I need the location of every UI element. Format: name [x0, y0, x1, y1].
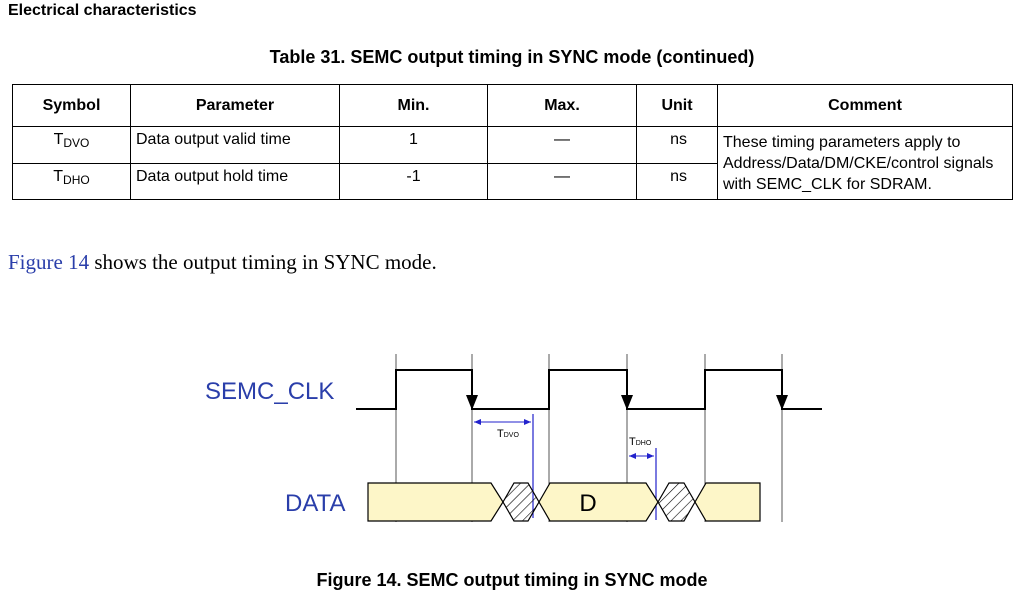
arrow-down-icon: [466, 395, 478, 410]
cell-symbol: TDHO: [12, 162, 131, 200]
header-symbol: Symbol: [12, 84, 131, 127]
data-valid-segment: [538, 482, 659, 522]
table-title: Table 31. SEMC output timing in SYNC mod…: [269, 47, 755, 67]
data-label: DATA: [285, 490, 345, 517]
cell-min: -1: [339, 162, 488, 200]
data-transition-segment: [657, 482, 696, 522]
figure-link[interactable]: Figure 14: [8, 250, 90, 274]
header-min: Min.: [339, 84, 488, 127]
clk-label: SEMC_CLK: [205, 378, 334, 405]
tdho-label: TDHO: [629, 436, 652, 448]
table-header-row: Symbol Parameter Min. Max. Unit Comment: [12, 84, 1013, 127]
cell-parameter: Data output valid time: [130, 126, 340, 164]
reference-paragraph: Figure 14 shows the output timing in SYN…: [8, 250, 437, 275]
section-header: Electrical characteristics: [8, 2, 197, 19]
cell-max: —: [487, 126, 637, 164]
cell-parameter: Data output hold time: [130, 162, 340, 200]
data-bus-segment: [367, 482, 504, 522]
figure-caption: Figure 14. SEMC output timing in SYNC mo…: [316, 570, 708, 590]
cell-unit: ns: [636, 162, 718, 200]
header-max: Max.: [487, 84, 637, 127]
data-bus-segment: [694, 482, 761, 522]
arrow-down-icon: [621, 395, 633, 410]
header-unit: Unit: [636, 84, 718, 127]
table-row: TDHO Data output hold time -1 — ns: [12, 162, 1013, 200]
data-value-label: D: [579, 490, 596, 517]
timing-diagram: SEMC_CLK DATA TDVO TDHO: [205, 354, 822, 522]
arrow-down-icon: [776, 395, 788, 410]
falling-edge-arrows: [466, 395, 788, 410]
cell-unit: ns: [636, 126, 718, 164]
cell-min: 1: [339, 126, 488, 164]
arrow-left-icon: [629, 453, 636, 459]
arrow-right-icon: [524, 419, 531, 425]
header-parameter: Parameter: [130, 84, 340, 127]
table-row: TDVO Data output valid time 1 — ns These…: [12, 126, 1013, 200]
header-comment: Comment: [717, 84, 1013, 127]
arrow-right-icon: [647, 453, 654, 459]
clk-waveform: [356, 369, 822, 410]
data-waveform: [367, 482, 761, 522]
tdvo-label: TDVO: [497, 428, 519, 440]
cell-symbol: TDVO: [12, 126, 131, 164]
cell-max: —: [487, 162, 637, 200]
tdho-marker: TDHO: [629, 436, 657, 520]
reference-text: shows the output timing in SYNC mode.: [89, 250, 437, 274]
arrow-left-icon: [474, 419, 481, 425]
timing-table: Symbol Parameter Min. Max. Unit Comment …: [12, 84, 1013, 200]
cell-comment: These timing parameters apply to Address…: [717, 126, 1013, 200]
